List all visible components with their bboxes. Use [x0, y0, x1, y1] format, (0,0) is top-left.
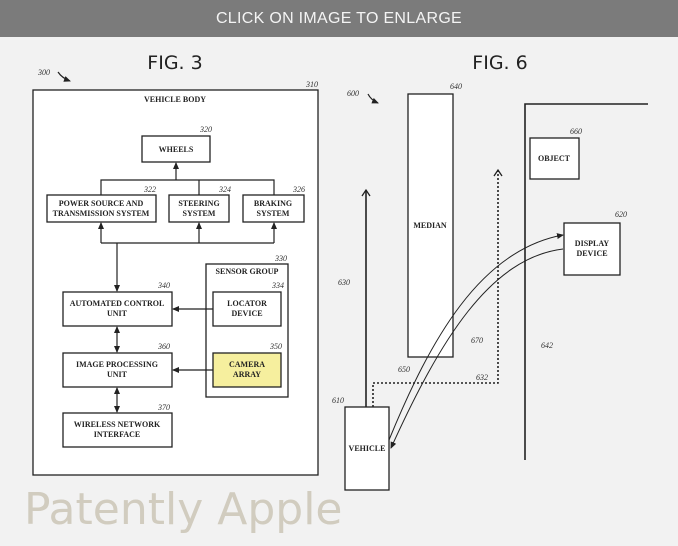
sensor-group-ref: 330 — [274, 254, 287, 263]
vehicle-ref: 610 — [332, 396, 344, 405]
camera-ref: 350 — [269, 342, 282, 351]
enlarge-image-banner[interactable]: CLICK ON IMAGE TO ENLARGE — [0, 0, 678, 37]
fig6-ref: 600 — [347, 89, 359, 98]
power-label-1: POWER SOURCE AND — [59, 199, 144, 208]
object-box — [529, 137, 580, 180]
wireless-label-1: WIRELESS NETWORK — [74, 420, 161, 429]
dotted-path-ref: 632 — [476, 373, 488, 382]
automated-control-unit-box — [62, 291, 173, 327]
vehicle-body-ref: 310 — [305, 80, 318, 89]
acu-label-1: AUTOMATED CONTROL — [70, 299, 165, 308]
ipu-label-2: UNIT — [107, 370, 128, 379]
braking-label-1: BRAKING — [254, 199, 292, 208]
fig3-ref-arrow — [57, 71, 71, 82]
watermark: Patently Apple — [24, 484, 342, 535]
power-label-2: TRANSMISSION SYSTEM — [53, 209, 150, 218]
signal-ref-650: 650 — [398, 365, 410, 374]
steering-ref: 324 — [218, 185, 231, 194]
fig6-ref-arrow — [367, 93, 379, 104]
object-ref: 660 — [570, 127, 582, 136]
locator-label-2: DEVICE — [231, 309, 262, 318]
camera-label-2: ARRAY — [233, 370, 261, 379]
boundary-ref: 642 — [541, 341, 553, 350]
signal-to-vehicle-arrow — [390, 248, 564, 449]
sensor-group-label: SENSOR GROUP — [216, 267, 279, 276]
signal-ref-670: 670 — [471, 336, 483, 345]
braking-ref: 326 — [292, 185, 305, 194]
fig6-title: FIG. 6 — [472, 52, 527, 74]
display-label-1: DISPLAY — [575, 239, 610, 248]
fig3-ref: 300 — [37, 68, 50, 77]
power-ref: 322 — [143, 185, 156, 194]
median-box — [407, 93, 454, 358]
median-label: MEDIAN — [413, 221, 447, 230]
camera-array-box — [212, 352, 282, 388]
alternate-path-dotted-arrow — [372, 168, 503, 407]
upper-connector — [100, 179, 275, 195]
steering-label-1: STEERING — [178, 199, 219, 208]
wheels-box — [141, 135, 211, 163]
median-ref: 640 — [450, 82, 462, 91]
vehicle-body-label: VEHICLE BODY — [144, 95, 206, 104]
braking-label-2: SYSTEM — [257, 209, 290, 218]
camera-label-1: CAMERA — [229, 360, 265, 369]
vehicle-label: VEHICLE — [349, 444, 386, 453]
wireless-label-2: INTERFACE — [94, 430, 141, 439]
wheels-label: WHEELS — [159, 145, 194, 154]
wheels-ref: 320 — [199, 125, 212, 134]
ipu-label-1: IMAGE PROCESSING — [76, 360, 158, 369]
steering-label-2: SYSTEM — [183, 209, 216, 218]
fig-6: FIG. 6 600 MEDIAN 640 642 OBJECT 660 DIS… — [332, 52, 648, 491]
wireless-ref: 370 — [157, 403, 170, 412]
vehicle-box — [344, 406, 390, 491]
acu-ref: 340 — [157, 281, 170, 290]
image-processing-unit-box — [62, 352, 173, 388]
signal-to-display-arrow — [388, 233, 564, 441]
locator-label-1: LOCATOR — [227, 299, 267, 308]
road-boundary-line — [524, 103, 648, 460]
display-ref: 620 — [615, 210, 627, 219]
display-device-box — [563, 222, 621, 276]
wireless-network-interface-box — [62, 412, 173, 448]
acu-label-2: UNIT — [107, 309, 128, 318]
fig3-title: FIG. 3 — [147, 52, 202, 74]
fig-3: FIG. 3 300 VEHICLE BODY 310 WHEELS 320 P… — [32, 52, 319, 476]
ipu-ref: 360 — [157, 342, 170, 351]
path-ref: 630 — [338, 278, 350, 287]
display-label-2: DEVICE — [576, 249, 607, 258]
object-label: OBJECT — [538, 154, 571, 163]
locator-ref: 334 — [271, 281, 284, 290]
locator-device-box — [212, 291, 282, 327]
